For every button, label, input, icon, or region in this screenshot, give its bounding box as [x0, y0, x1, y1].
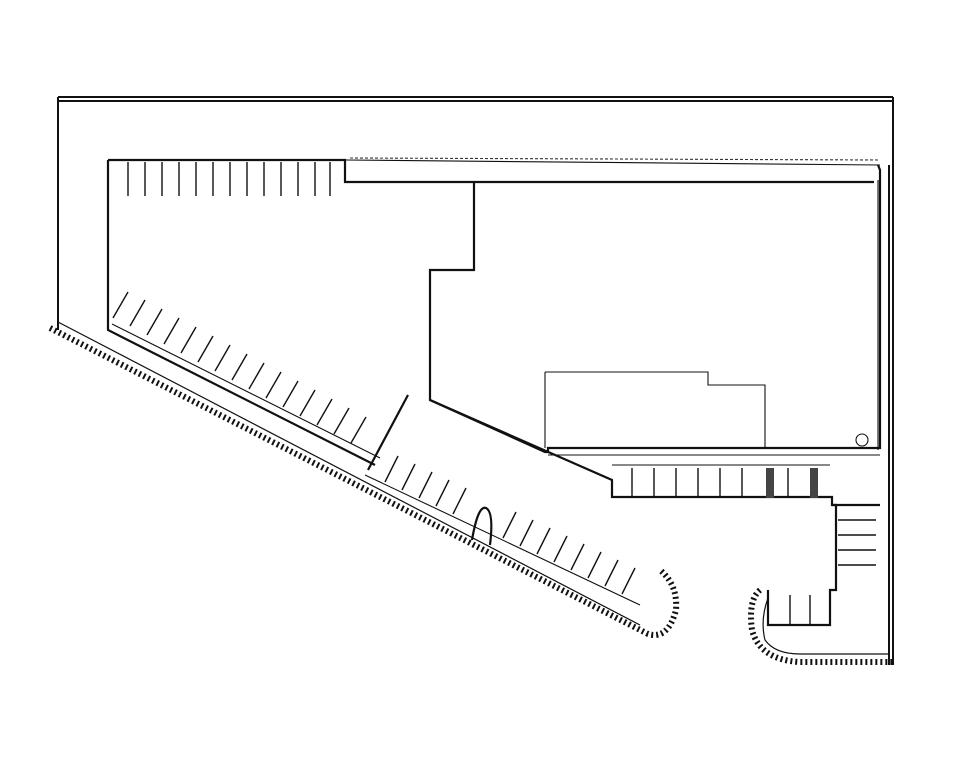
- landscape-curbs: [48, 321, 895, 665]
- building-footprint: [428, 164, 882, 454]
- south-diagonal-parking: [364, 455, 641, 606]
- service-drive: [367, 394, 880, 499]
- west-diagonal-parking: [112, 291, 367, 444]
- east-parking-bays: [616, 468, 880, 627]
- property-boundary: [57, 96, 894, 665]
- north-parking-row: [127, 162, 331, 196]
- parking-lot-outline: [106, 157, 881, 466]
